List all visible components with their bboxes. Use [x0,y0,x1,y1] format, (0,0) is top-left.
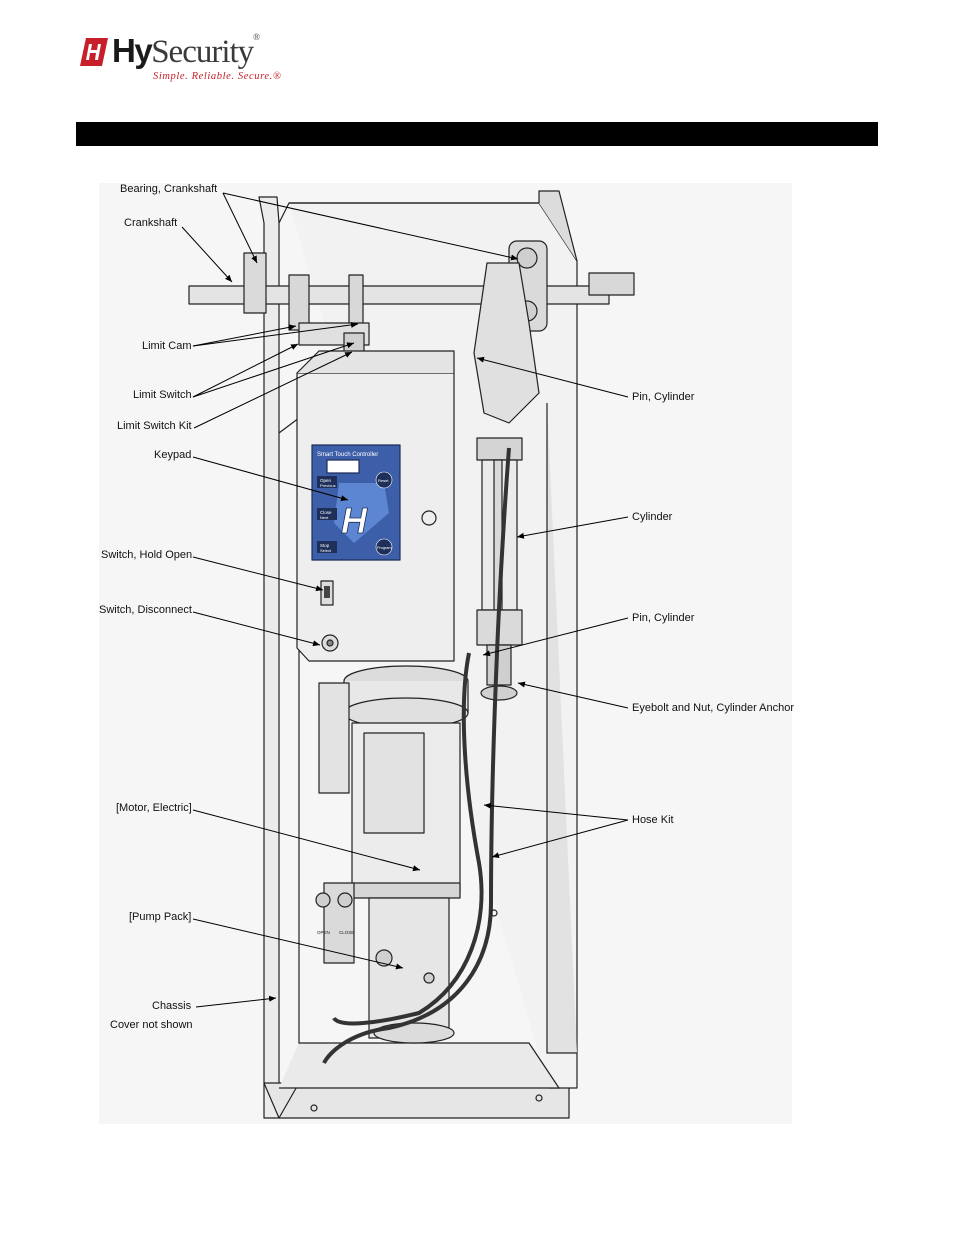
key-program: Program [377,546,392,550]
brand-tagline: Simple. Reliable. Secure.® [153,71,282,82]
label-limit-switch: Limit Switch [133,389,192,401]
label-motor-electric: [Motor, Electric] [116,802,192,814]
section-title-bar [76,122,878,146]
label-crankshaft: Crankshaft [124,217,178,229]
key-stop-sub: Select [320,548,332,553]
operator-illustration: Smart Touch Controller Open Previous Clo… [99,183,792,1124]
pump-label-open: OPEN [317,930,330,935]
label-hose-kit: Hose Kit [632,814,674,826]
label-pin-cylinder-bottom: Pin, Cylinder [632,612,695,624]
key-reset: Reset [378,478,389,483]
key-stop: Stop [320,543,330,548]
label-limit-cam: Limit Cam [142,340,192,352]
label-chassis: Chassis [152,1000,192,1012]
label-eyebolt-nut: Eyebolt and Nut, Cylinder Anchor [632,702,795,714]
label-limit-switch-kit: Limit Switch Kit [117,420,192,432]
pump-label-close: CLOSE [339,930,354,935]
operator-drawing: Smart Touch Controller Open Previous Clo… [188,190,635,1119]
brand-name: HySecurity® [112,32,260,70]
svg-text:H: H [341,500,368,541]
key-open: Open [320,478,332,483]
key-close: Close [320,510,332,515]
label-cylinder: Cylinder [632,511,673,523]
label-pin-cylinder-top: Pin, Cylinder [632,391,695,403]
key-open-sub: Previous [320,483,336,488]
label-keypad: Keypad [154,449,192,461]
label-cover-not-shown: Cover not shown [110,1019,193,1031]
label-switch-disconnect: Switch, Disconnect [99,604,192,616]
controller-title: Smart Touch Controller [317,452,378,458]
key-close-sub: Next [320,515,329,520]
label-pump-pack: [Pump Pack] [129,911,192,923]
hysecurity-h-mark-icon [80,38,108,66]
label-switch-hold-open: Switch, Hold Open [101,549,193,561]
label-bearing-crankshaft: Bearing, Crankshaft [120,183,218,195]
hysecurity-logo: HySecurity® Simple. Reliable. Secure.® [78,30,288,88]
